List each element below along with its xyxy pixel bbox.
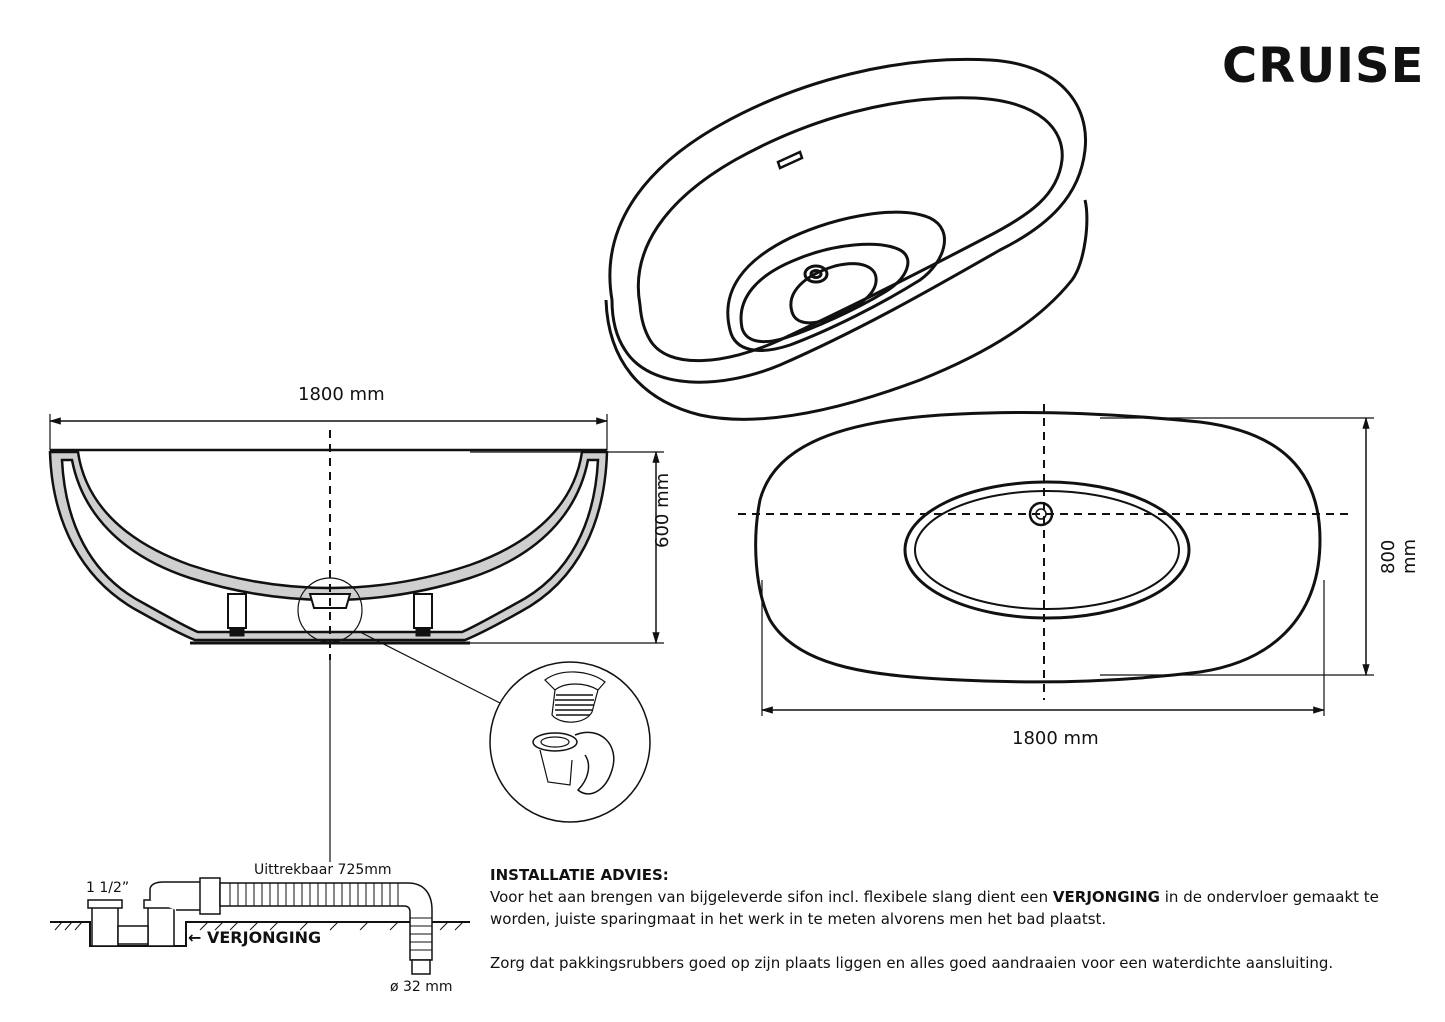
drain-icon — [803, 264, 829, 284]
tub-inner-rim — [636, 96, 1064, 363]
pipe-size-label: 1 1/2” — [86, 880, 130, 896]
basin-outer — [726, 210, 946, 352]
basin-inner — [739, 242, 910, 344]
top-view — [738, 404, 1374, 716]
drain-zoom-detail — [489, 661, 651, 823]
diameter-label: ø 32 mm — [390, 979, 453, 995]
leg-right — [413, 593, 433, 629]
side-section-view — [48, 414, 664, 862]
siphon-detail — [50, 877, 470, 975]
leg-left — [227, 593, 247, 629]
top-height-label: 800 mm — [1378, 538, 1420, 574]
basin-outline-top — [903, 480, 1191, 620]
advice-paragraph-1: Voor het aan brengen van bijgeleverde si… — [490, 888, 1379, 928]
extendable-label: Uittrekbaar 725mm — [254, 862, 392, 878]
side-height-label: 600 mm — [652, 472, 673, 548]
side-width-label: 1800 mm — [298, 384, 385, 405]
advice-emphasis: VERJONGING — [1052, 888, 1160, 906]
drain-area — [789, 262, 878, 325]
tub-outline-top — [754, 410, 1322, 684]
product-title: CRUISE — [1222, 38, 1425, 94]
advice-paragraph-2: Zorg dat pakkingsrubbers goed op zijn pl… — [490, 954, 1334, 972]
tub-outer-skirt — [604, 199, 1089, 421]
perspective-view — [604, 57, 1089, 421]
top-width-label: 1800 mm — [1012, 728, 1099, 749]
overflow-icon — [776, 150, 804, 170]
tub-outer-rim — [608, 57, 1088, 384]
recess-label: ← VERJONGING — [188, 928, 322, 947]
advice-heading: INSTALLATIE ADVIES: — [490, 866, 669, 884]
installation-advice: INSTALLATIE ADVIES: Voor het aan brengen… — [490, 864, 1410, 974]
